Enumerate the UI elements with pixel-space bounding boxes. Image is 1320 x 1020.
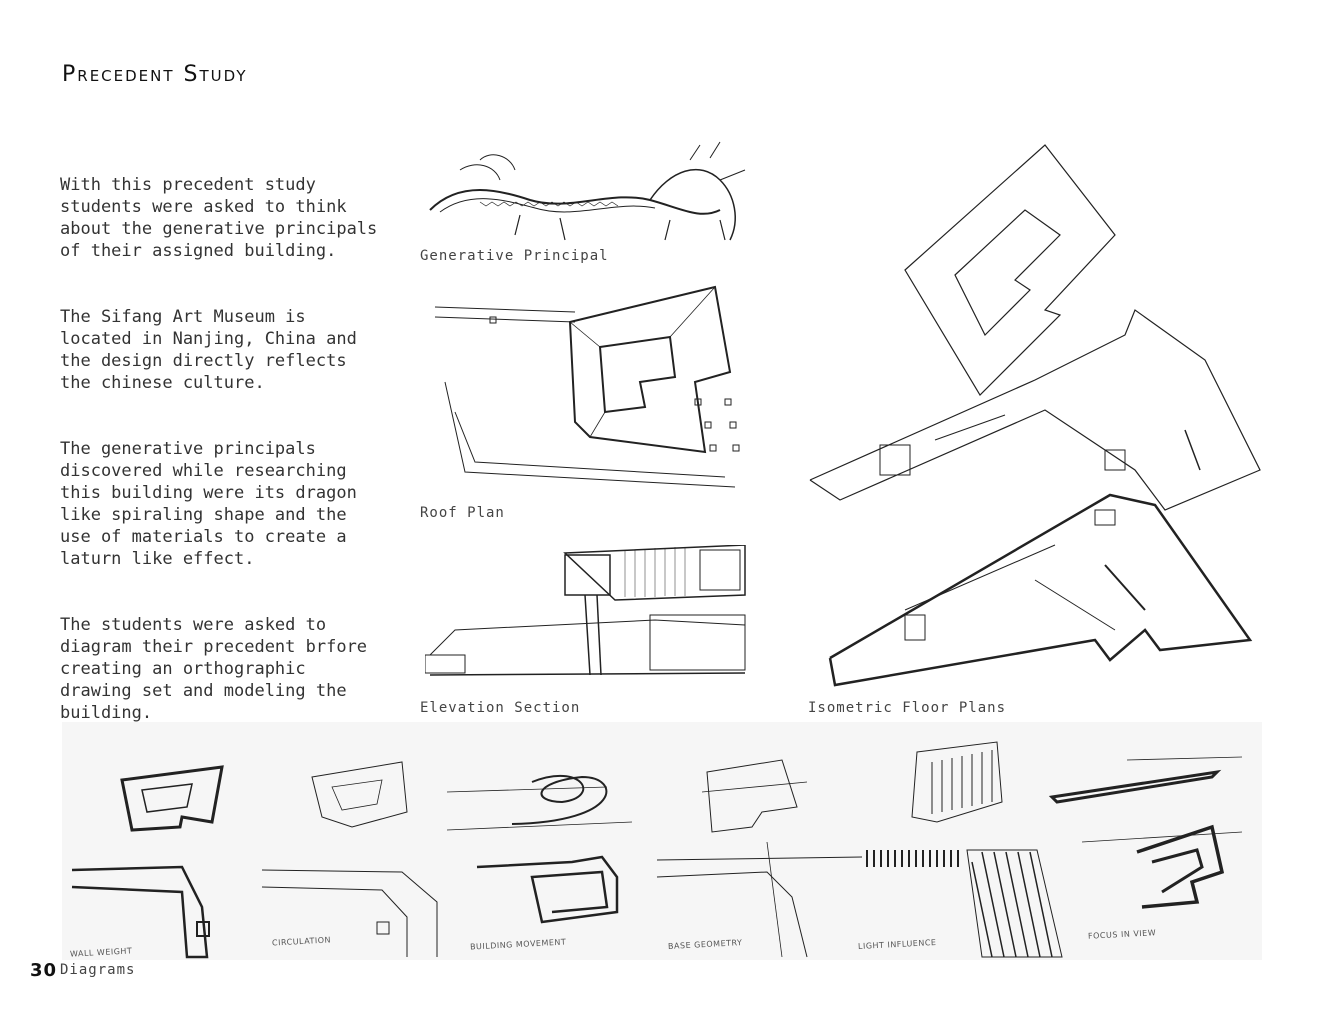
diagram-sketch-strip <box>62 722 1262 960</box>
diagram-sketches <box>71 741 1243 959</box>
paragraph-intro: With this precedent study students were … <box>60 175 378 261</box>
caption-elevation-section: Elevation Section <box>420 700 581 716</box>
roof-plan-drawing <box>434 285 740 488</box>
page-number: 30 <box>30 960 58 981</box>
section-label: Diagrams <box>60 962 136 978</box>
paragraph-principals: The generative principals discovered whi… <box>60 439 357 569</box>
caption-generative-principal: Generative Principal <box>420 248 609 264</box>
paragraph-task: The students were asked to diagram their… <box>60 615 368 723</box>
dragon-sketch-image <box>429 141 746 241</box>
elevation-section-drawing <box>425 545 746 676</box>
caption-isometric-floor-plans: Isometric Floor Plans <box>808 700 1007 716</box>
intro-text: With this precedent study students were … <box>60 152 380 768</box>
page-title: Precedent Study <box>62 62 248 87</box>
caption-roof-plan: Roof Plan <box>420 505 505 521</box>
paragraph-location: The Sifang Art Museum is located in Nanj… <box>60 307 357 393</box>
isometric-floor-plans-drawing <box>809 144 1261 687</box>
